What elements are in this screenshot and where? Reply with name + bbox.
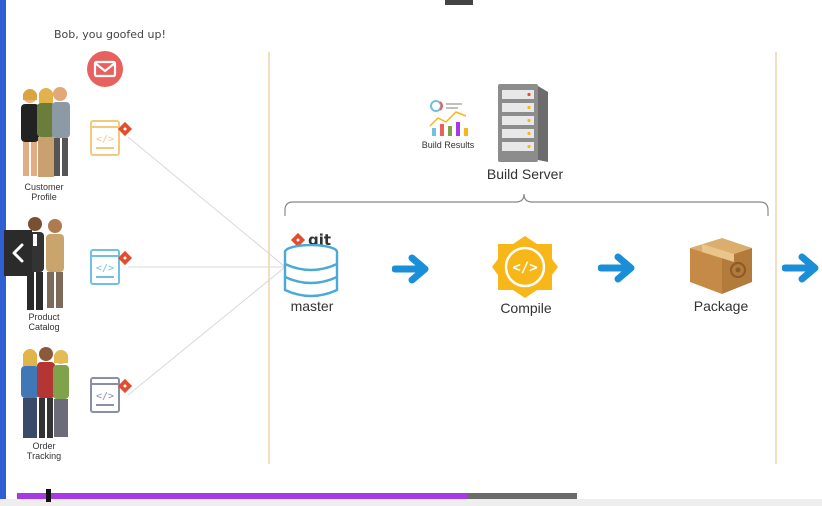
team-label-line1: Customer: [24, 182, 64, 192]
code-file-icon: </>: [90, 377, 136, 418]
left-edge-bar: [0, 0, 6, 506]
team-label-line1: Order: [32, 441, 56, 451]
git-logo-badge: [290, 232, 306, 253]
compile-label: Compile: [500, 300, 552, 316]
previous-slide-button[interactable]: [4, 230, 32, 276]
svg-text:</>: </>: [96, 391, 114, 402]
team-label-customer-profile: Customer Profile: [16, 182, 72, 202]
code-file-icon: </>: [90, 120, 136, 161]
notification-text: Bob, you goofed up!: [54, 28, 166, 41]
team-label-line2: Profile: [31, 192, 57, 202]
compile-gear-icon: </>: [492, 234, 558, 305]
video-progress-bar[interactable]: [17, 493, 577, 499]
build-results-label: Build Results: [421, 140, 475, 150]
chevron-left-icon: [12, 243, 24, 263]
svg-text:</>: </>: [96, 134, 114, 145]
team-label-line2: Tracking: [26, 451, 62, 461]
code-file-icon: </>: [90, 249, 136, 290]
build-results-icon: [426, 98, 470, 138]
arrow-right-icon: [781, 253, 822, 288]
server-rack-icon: [496, 82, 550, 164]
svg-text:</>: </>: [96, 263, 114, 274]
team-people-figure: [16, 84, 74, 184]
arrow-right-icon: [391, 254, 432, 289]
team-label-line2: Catalog: [28, 322, 60, 332]
mail-icon: [86, 50, 124, 88]
team-label-product-catalog: Product Catalog: [16, 312, 72, 332]
svg-text:</>: </>: [512, 260, 537, 276]
divider-left: [268, 52, 270, 464]
video-progress-fill: [17, 493, 468, 499]
bottom-strip: [0, 499, 822, 506]
progress-scrub-handle[interactable]: [46, 489, 51, 502]
repo-branch-label: master: [290, 298, 334, 314]
package-label: Package: [693, 298, 749, 314]
team-label-order-tracking: Order Tracking: [16, 441, 72, 461]
team-people-figure: [18, 344, 72, 444]
team-label-line1: Product: [28, 312, 60, 322]
top-handle: [445, 0, 473, 5]
package-box-icon: [686, 234, 756, 301]
build-server-label: Build Server: [486, 166, 564, 182]
arrow-right-icon: [597, 253, 638, 288]
database-icon: [283, 243, 339, 298]
divider-right: [775, 52, 777, 464]
pipeline-bracket: [284, 193, 769, 216]
